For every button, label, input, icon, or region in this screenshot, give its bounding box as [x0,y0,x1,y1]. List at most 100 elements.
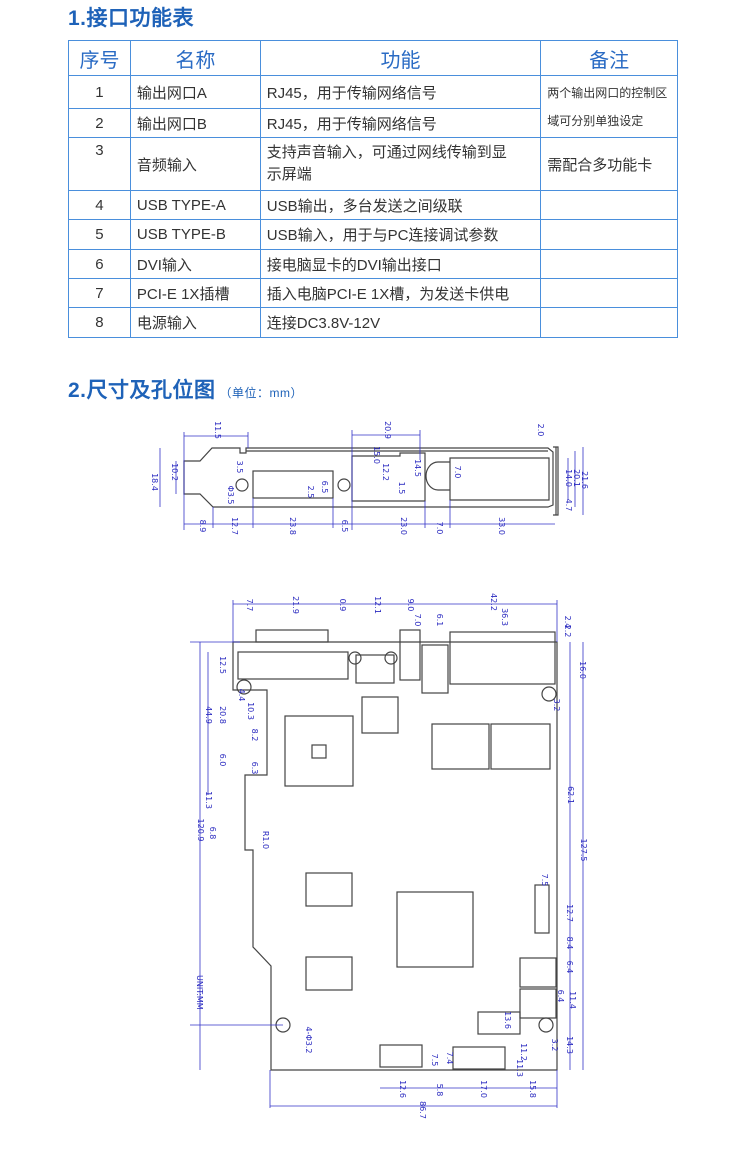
board-dimension-label: 15.8 [528,1080,537,1098]
row-function: 支持声音输入，可通过网线传输到显示屏端 [259,137,542,191]
board-dimension-label: 10.3 [246,702,255,720]
board-dimension-label: 11.2 [519,1043,528,1061]
row-function: RJ45，用于传输网络信号 [259,75,542,109]
bracket-dimension-label: 11.5 [213,421,222,439]
board-dimension-label: 12.7 [565,904,574,922]
usb-a-connector [355,654,395,684]
row-no: 2 [68,108,131,138]
board-dimension-label: 12.6 [398,1080,407,1098]
board-dimension-label: 17.0 [479,1080,488,1098]
bracket-dimension-label: 6.5 [320,481,329,494]
row-name: 输出网口A [129,75,261,109]
table-row: 1 输出网口A RJ45，用于传输网络信号 两个输出网口的控制区域可分别单独设定 [68,75,678,138]
board-dimension-label: 0.9 [338,599,347,612]
bracket-dimension-label: 7.0 [435,522,444,535]
unit-label: UNIT:MM [195,975,204,1010]
row-name: USB TYPE-B [129,219,261,250]
bracket-dimension-label: 23.8 [288,517,297,535]
board-dimension-label: 12.1 [373,596,382,614]
board-dimension-label: 14.3 [565,1036,574,1054]
board-dimension-label: 6.4 [556,990,565,1003]
board-dimension-label: 7.0 [413,614,422,627]
bracket-dimension-label: 8.9 [198,520,207,533]
table-row: 8 电源输入 连接DC3.8V-12V [68,307,678,338]
board-dimension-label: 8.2 [250,729,259,742]
row-function: USB输出，多台发送之间级联 [259,190,542,220]
dvi-connector [237,651,349,680]
row-note [540,278,678,308]
row-no: 8 [68,307,131,338]
bracket-dimension-label: 10.2 [170,463,179,481]
board-dimension-label: 21.9 [291,596,300,614]
board-dimension-label: 6.0 [218,754,227,767]
section-title-text: 2.尺寸及孔位图 [68,379,216,402]
bracket-dimension-label: 2.0 [536,424,545,437]
row-note: 两个输出网口的控制区域可分别单独设定 [540,75,678,138]
header-name: 名称 [129,40,261,76]
row-name: PCI-E 1X插槽 [129,278,261,308]
board-dimension-label: 11.4 [568,991,577,1009]
section-title-interface-table: 1.接口功能表 [68,7,195,30]
board-dimension-label: 12.5 [218,656,227,674]
table-row: 3 音频输入 支持声音输入，可通过网线传输到显示屏端 需配合多功能卡 [68,137,678,191]
board-dimension-label: 44.9 [204,706,213,724]
unit-note: （单位：mm） [219,386,304,400]
board-dimension-label: 3.2 [552,699,561,712]
rj45-ports [449,631,556,685]
bracket-dimension-label: 12.7 [230,517,239,535]
bga-chip [396,891,474,968]
bracket-dimension-label: 14.5 [413,459,422,477]
bracket-dimension-label: 12.2 [381,463,390,481]
interface-function-table: 序号 名称 功能 备注 1 输出网口A RJ45，用于传输网络信号 两个输出网口… [68,40,678,338]
board-dimension-label: 42.2 [489,593,498,611]
board-drawing [190,600,584,1108]
row-no: 5 [68,219,131,250]
row-name: USB TYPE-A [129,190,261,220]
board-dimension-label: 7.4 [445,1052,454,1065]
board-dimension-label: 6.1 [435,614,444,627]
bracket-dimension-label: 18.4 [150,473,159,491]
memory-chip [431,723,490,770]
row-name: 输出网口B [129,108,261,138]
board-dimension-label: 13.6 [503,1011,512,1029]
board-dimension-label: 6.4 [565,961,574,974]
module [305,872,353,907]
row-note [540,307,678,338]
usb-b-connector [399,629,421,681]
table-row: 4 USB TYPE-A USB输出，多台发送之间级联 [68,190,678,220]
bracket-dimension-label: 20.9 [383,421,392,439]
board-dimension-label: 36.3 [500,608,509,626]
header-function: 功能 [259,40,542,76]
bracket-dimension-label: 14.0 [564,469,573,487]
bracket-dimension-label: 4.7 [564,499,573,512]
board-dimension-label: 6.8 [208,827,217,840]
bracket-dimension-label: 3.5 [235,461,244,474]
board-dimension-label: 11.3 [515,1059,524,1077]
row-no: 3 [68,137,131,191]
row-no: 1 [68,75,131,109]
board-dimension-label: 7.5 [430,1054,439,1067]
bracket-dimension-label: 20.1 [572,469,581,487]
bracket-dimension-label: Φ3.5 [226,485,235,504]
row-note [540,249,678,279]
bracket-dimension-label: 7.0 [453,466,462,479]
table-header-row: 序号 名称 功能 备注 [68,40,678,76]
board-dimension-label: 2.2 [563,625,572,638]
row-note [540,219,678,250]
board-dimension-label: 5.8 [435,1084,444,1097]
memory-chip [490,723,551,770]
row-function: 插入电脑PCI-E 1X槽，为发送卡供电 [259,278,542,308]
board-dimension-label: 9.0 [406,599,415,612]
bracket-drawing [159,430,584,530]
table-row: 2 输出网口B RJ45，用于传输网络信号 [68,108,678,138]
board-dimension-label: R1.0 [261,831,270,849]
row-function: 连接DC3.8V-12V [259,307,542,338]
row-function: 接电脑显卡的DVI输出接口 [259,249,542,279]
board-dimension-label: 3.2 [550,1039,559,1052]
bracket-dimension-label: 21.6 [580,471,589,489]
board-dimension-label: 4.4 [237,689,246,702]
bracket-dimension-label: 6.5 [340,520,349,533]
board-dimension-label: 4-Φ3.2 [304,1027,313,1054]
